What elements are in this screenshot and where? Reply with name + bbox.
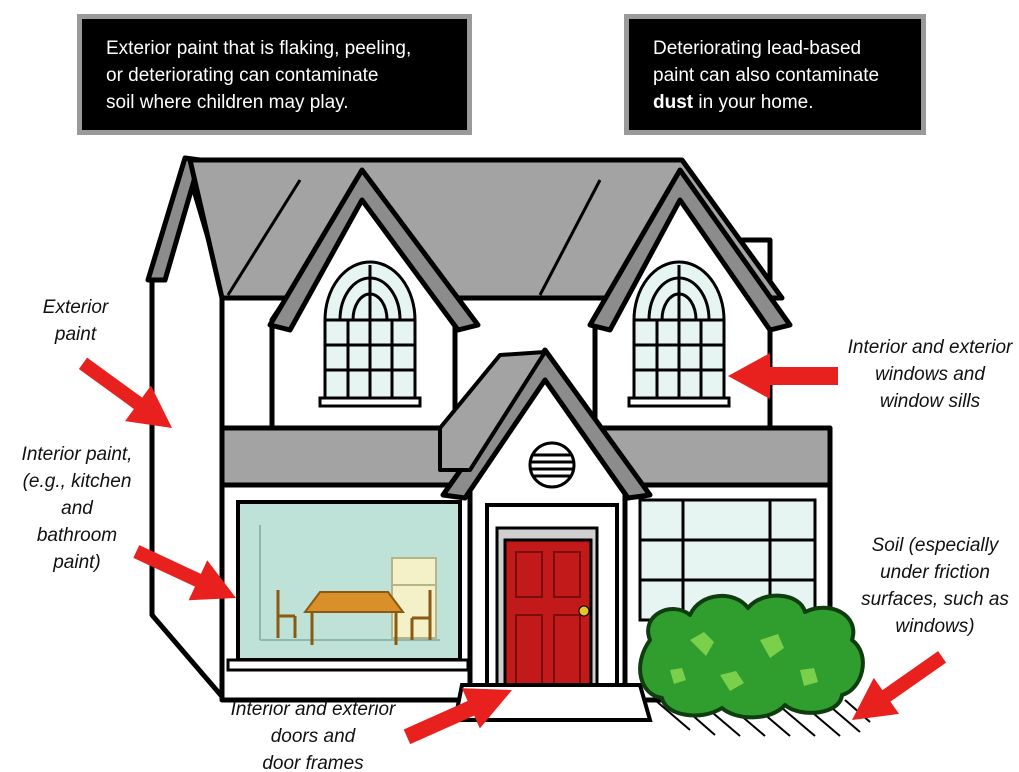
label-doors-line-3: door frames [208, 750, 418, 772]
label-doors: Interior and exterior doors and door fra… [208, 696, 418, 772]
label-interior-paint-line-5: paint) [2, 549, 152, 576]
label-windows-line-3: window sills [830, 388, 1019, 415]
label-doors-line-2: doors and [208, 723, 418, 750]
left-upper-window [320, 262, 420, 406]
green-bush [640, 596, 863, 718]
right-upper-window [629, 262, 729, 406]
label-windows-line-1: Interior and exterior [830, 334, 1019, 361]
label-exterior-paint: Exterior paint [28, 294, 123, 348]
label-interior-paint: Interior paint, (e.g., kitchen and bathr… [2, 441, 152, 576]
attic-vent [530, 443, 574, 487]
label-interior-paint-line-2: (e.g., kitchen [2, 468, 152, 495]
front-door [487, 505, 617, 705]
kitchen-window [228, 502, 468, 670]
label-interior-paint-line-3: and [2, 495, 152, 522]
label-soil-line-2: under friction [855, 559, 1015, 586]
label-soil-line-3: surfaces, such as [855, 586, 1015, 613]
label-interior-paint-line-4: bathroom [2, 522, 152, 549]
label-exterior-paint-line-1: Exterior [28, 294, 123, 321]
label-exterior-paint-line-2: paint [28, 321, 123, 348]
label-windows: Interior and exterior windows and window… [830, 334, 1019, 415]
label-soil-line-4: windows) [855, 613, 1015, 640]
label-interior-paint-line-1: Interior paint, [2, 441, 152, 468]
dining-table [305, 592, 403, 612]
label-soil: Soil (especially under friction surfaces… [855, 532, 1015, 640]
label-soil-line-1: Soil (especially [855, 532, 1015, 559]
label-doors-line-1: Interior and exterior [208, 696, 418, 723]
label-windows-line-2: windows and [830, 361, 1019, 388]
